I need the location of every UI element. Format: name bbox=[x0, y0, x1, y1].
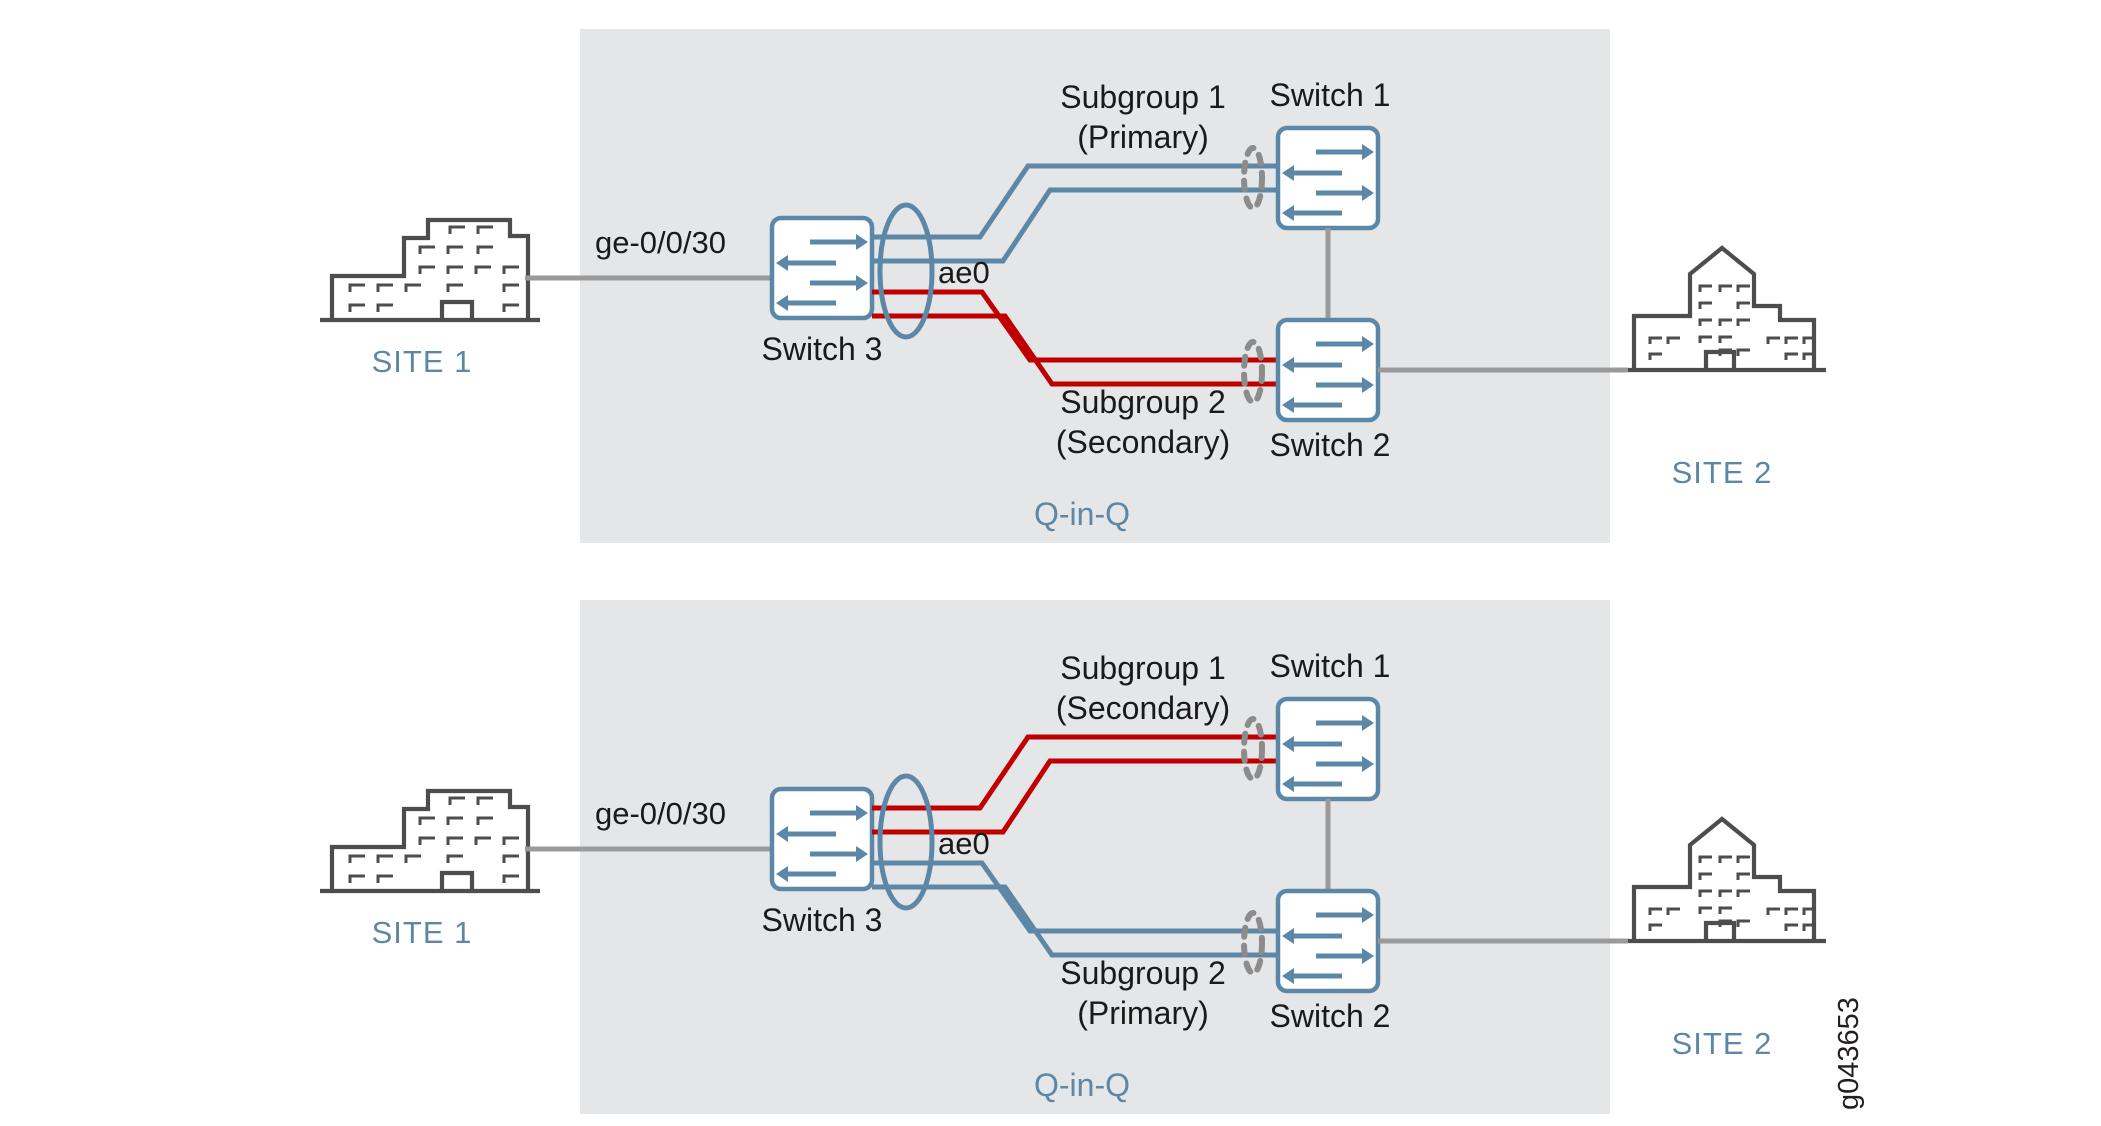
switch-1-icon bbox=[1278, 128, 1378, 228]
svg-text:(Primary): (Primary) bbox=[1077, 119, 1209, 155]
site1-label: SITE 1 bbox=[372, 915, 473, 950]
switch-1-label: Switch 1 bbox=[1270, 648, 1391, 684]
svg-text:(Primary): (Primary) bbox=[1077, 995, 1209, 1031]
interface-label-ge-0-0-30: ge-0/0/30 bbox=[595, 796, 726, 831]
svg-text:(Secondary): (Secondary) bbox=[1056, 424, 1230, 460]
ae0-label: ae0 bbox=[938, 826, 990, 861]
site1-building-icon bbox=[320, 220, 540, 320]
switch-2-icon bbox=[1278, 320, 1378, 420]
switch-1-label: Switch 1 bbox=[1270, 77, 1391, 113]
switch-3-label: Switch 3 bbox=[762, 902, 883, 938]
switch-3-icon bbox=[772, 218, 872, 318]
subgroup-2-label: Subgroup 2 (Primary) bbox=[1060, 955, 1225, 1031]
svg-text:(Secondary): (Secondary) bbox=[1056, 690, 1230, 726]
ae0-label: ae0 bbox=[938, 255, 990, 290]
ae0-lag-ellipse bbox=[877, 202, 935, 340]
switch-2-label: Switch 2 bbox=[1270, 427, 1391, 463]
switch-2-icon bbox=[1278, 891, 1378, 991]
subgroup-1-label: Subgroup 1 (Secondary) bbox=[1056, 650, 1230, 726]
subgroup-2-label: Subgroup 2 (Secondary) bbox=[1056, 384, 1230, 460]
site1-building-icon bbox=[320, 791, 540, 891]
qinq-label: Q-in-Q bbox=[1034, 496, 1130, 532]
svg-text:Subgroup 2: Subgroup 2 bbox=[1060, 955, 1225, 991]
figure-id-label: g043653 bbox=[1833, 997, 1865, 1110]
switch-1-icon bbox=[1278, 699, 1378, 799]
subgroup-1-label: Subgroup 1 (Primary) bbox=[1060, 79, 1225, 155]
site2-building-icon bbox=[1628, 819, 1826, 941]
qinq-region-background bbox=[580, 600, 1610, 1114]
qinq-region-background bbox=[580, 29, 1610, 543]
subgroup-2-links bbox=[872, 860, 1278, 958]
svg-text:Subgroup 2: Subgroup 2 bbox=[1060, 384, 1225, 420]
svg-text:Subgroup 1: Subgroup 1 bbox=[1060, 79, 1225, 115]
interface-label-ge-0-0-30: ge-0/0/30 bbox=[595, 225, 726, 260]
qinq-label: Q-in-Q bbox=[1034, 1067, 1130, 1103]
switch-3-icon bbox=[772, 789, 872, 889]
top-panel: SITE 1 ge-0/0/30 Switch 3 ae0 Subgroup 1… bbox=[320, 29, 1826, 543]
site2-building-icon bbox=[1628, 248, 1826, 370]
svg-text:Subgroup 1: Subgroup 1 bbox=[1060, 650, 1225, 686]
subgroup-2-links bbox=[872, 289, 1278, 387]
switch-2-label: Switch 2 bbox=[1270, 998, 1391, 1034]
site2-label: SITE 2 bbox=[1672, 455, 1773, 490]
ae0-lag-ellipse bbox=[877, 773, 935, 911]
site2-label: SITE 2 bbox=[1672, 1026, 1773, 1061]
bottom-panel: SITE 1 ge-0/0/30 Switch 3 ae0 Subgroup 1… bbox=[320, 600, 1826, 1114]
site1-label: SITE 1 bbox=[372, 344, 473, 379]
switch-3-label: Switch 3 bbox=[762, 331, 883, 367]
